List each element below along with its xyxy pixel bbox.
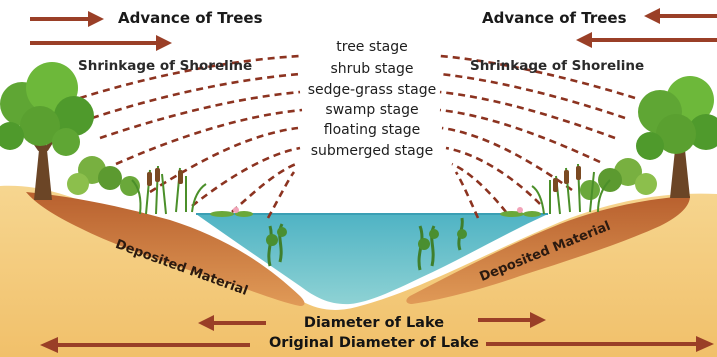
advance-of-trees-left-label: Advance of Trees	[118, 11, 263, 26]
stage-sedge-grass-label: sedge-grass stage	[272, 83, 472, 97]
arrow-left-icon	[576, 32, 717, 48]
shrinkage-of-shoreline-right-label: Shrinkage of Shoreline	[470, 60, 644, 74]
shrinkage-of-shoreline-left-label: Shrinkage of Shoreline	[78, 60, 252, 74]
cattail-icon	[132, 166, 206, 214]
shrub-icon	[67, 156, 140, 196]
arrow-left-icon	[644, 8, 717, 24]
stage-submerged-label: submerged stage	[272, 144, 472, 158]
arrow-right-icon	[30, 11, 104, 27]
lake-diameter-label: Diameter of Lake	[224, 316, 524, 331]
stage-tree-label: tree stage	[272, 40, 472, 54]
succession-lines-left	[80, 56, 302, 218]
advance-of-trees-right-label: Advance of Trees	[482, 11, 627, 26]
stage-swamp-label: swamp stage	[272, 103, 472, 117]
stage-shrub-label: shrub stage	[272, 62, 472, 76]
original-lake-diameter-label: Original Diameter of Lake	[224, 336, 524, 351]
stage-floating-label: floating stage	[272, 123, 472, 137]
arrow-right-icon	[30, 35, 172, 51]
